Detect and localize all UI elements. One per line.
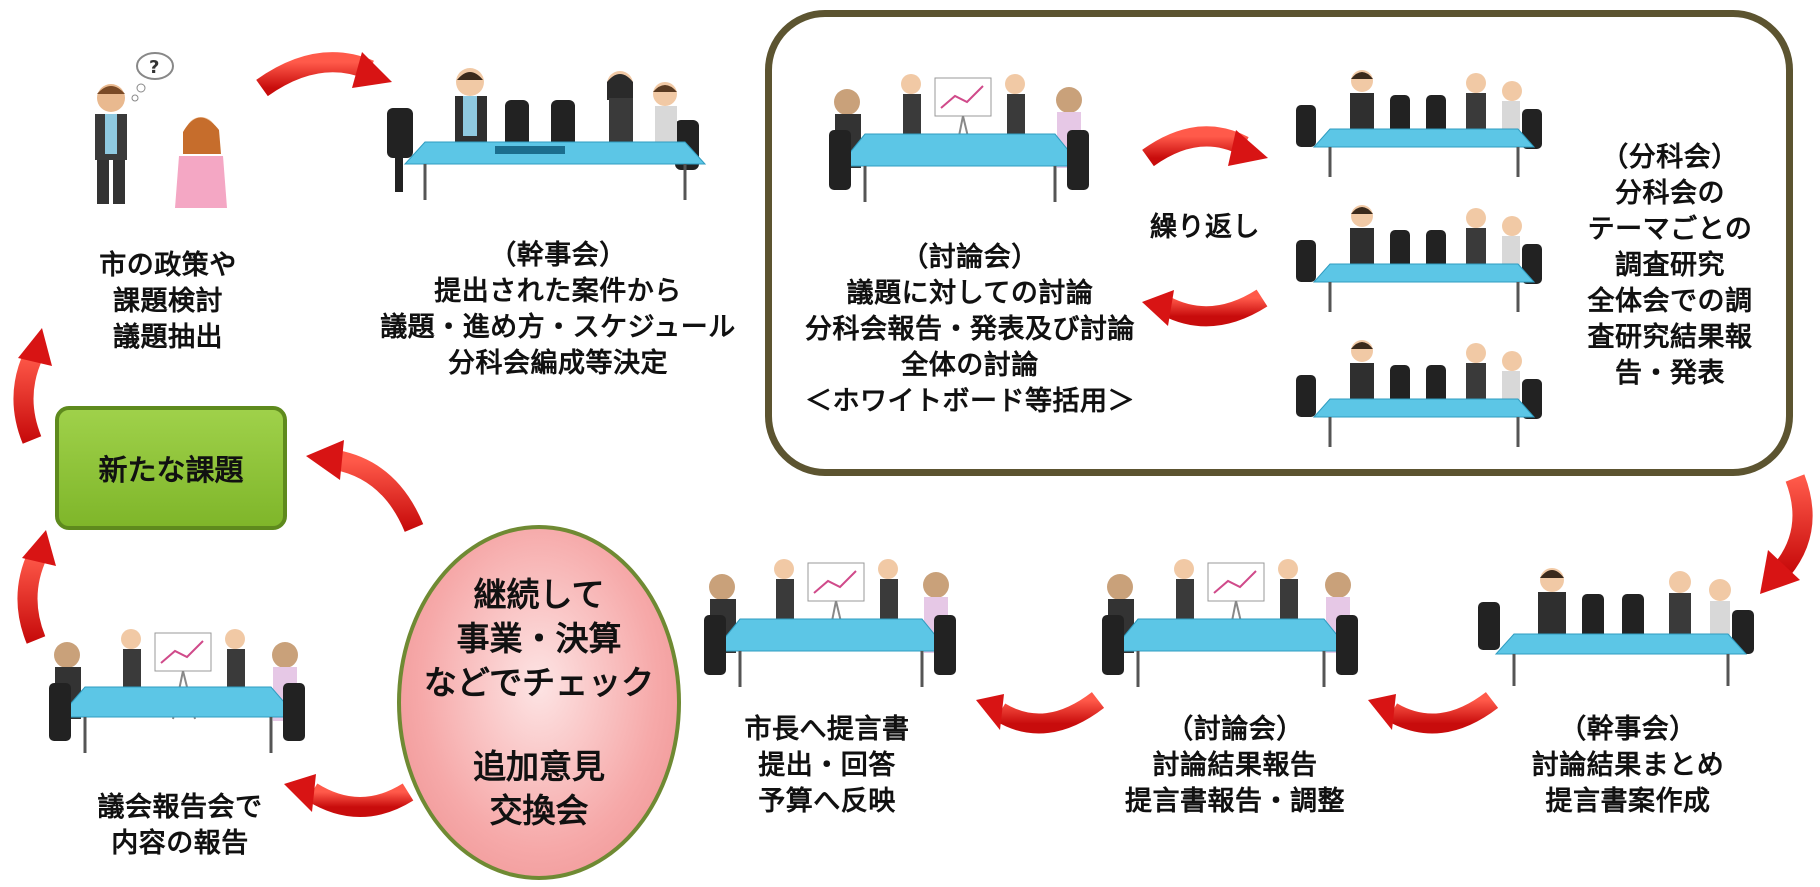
- meeting-table-icon: [1296, 340, 1542, 447]
- meeting-table-icon: [1296, 70, 1542, 177]
- caption-line: （討論会）: [1166, 714, 1304, 745]
- repeat-label: 繰り返し: [1140, 210, 1270, 246]
- arrow-people-to-steering: [256, 52, 392, 97]
- svg-text:?: ?: [149, 57, 159, 78]
- caption-line: 討論結果報告: [1152, 750, 1318, 781]
- discussion-2-caption: （討論会） 討論結果報告 提言書報告・調整: [1110, 712, 1360, 820]
- whiteboard-meeting-icon: [829, 74, 1089, 202]
- arrow-council-to-new-issue: [17, 530, 56, 644]
- discussion-1-caption: （討論会） 議題に対しての討論 分科会報告・発表及び討論 全体の討論 ＜ホワイト…: [780, 240, 1160, 420]
- people-thinking-icon: ?: [95, 52, 227, 208]
- arrow-oval-to-council: [284, 774, 414, 817]
- oval-line: などでチェック: [423, 662, 655, 702]
- steering-2-caption: （幹事会） 討論結果まとめ 提言書案作成: [1498, 712, 1758, 820]
- caption-line: ＜ホワイトボード等括用＞: [805, 386, 1135, 417]
- oval-line: 事業・決算: [456, 618, 622, 658]
- new-issue-label: 新たな課題: [98, 453, 244, 487]
- new-issue-box: 新たな課題: [55, 406, 287, 530]
- oval-line: 追加意見: [473, 746, 605, 786]
- arrow-repeat-left: [1142, 289, 1268, 327]
- caption-line: 提出された案件から: [434, 276, 682, 307]
- caption-line: 繰り返し: [1150, 212, 1260, 243]
- whiteboard-meeting-icon: [1102, 559, 1358, 687]
- caption-line: （討論会）: [901, 242, 1039, 273]
- caption-line: 分科会編成等決定: [448, 348, 668, 379]
- caption-line: 分科会報告・発表及び討論: [805, 314, 1135, 345]
- meeting-table-icon: [1478, 568, 1754, 686]
- caption-line: 全体の討論: [901, 350, 1039, 381]
- caption-line: 議題抽出: [113, 322, 223, 353]
- caption-line: （幹事会）: [1559, 714, 1697, 745]
- arrow-steering2-to-discussion2: [1368, 691, 1499, 734]
- caption-line: 課題検討: [113, 286, 223, 317]
- oval-line: 継続して: [473, 574, 605, 614]
- oval-line: 交換会: [489, 790, 589, 830]
- caption-line: 査研究結果報: [1587, 322, 1753, 353]
- caption-line: 内容の報告: [111, 828, 249, 859]
- whiteboard-meeting-icon: [49, 629, 305, 753]
- caption-line: 分科会の: [1615, 178, 1725, 209]
- arrow-box-to-steering2: [1760, 474, 1813, 594]
- caption-line: （分科会）: [1601, 142, 1739, 173]
- arrow-oval-to-new-issue: [306, 440, 424, 533]
- caption-line: 市長へ提言書: [744, 714, 910, 745]
- caption-line: 調査研究: [1615, 250, 1725, 281]
- mayor-caption: 市長へ提言書 提出・回答 予算へ反映: [712, 712, 942, 820]
- arrow-new-issue-to-people: [13, 328, 52, 444]
- caption-line: テーマごとの: [1587, 214, 1753, 245]
- caption-line: 予算へ反映: [758, 786, 896, 817]
- council-report-caption: 議会報告会で 内容の報告: [70, 790, 290, 862]
- caption-line: 議会報告会で: [97, 792, 263, 823]
- meeting-table-icon: [387, 68, 707, 200]
- arrow-discussion2-to-mayor: [976, 691, 1105, 734]
- meeting-table-icon: [1296, 205, 1542, 312]
- caption-line: 告・発表: [1615, 358, 1725, 389]
- caption-line: （幹事会）: [489, 240, 627, 271]
- steering-1-caption: （幹事会） 提出された案件から 議題・進め方・スケジュール 分科会編成等決定: [368, 238, 748, 382]
- caption-line: 市の政策や: [99, 250, 237, 281]
- caption-line: 提言書報告・調整: [1125, 786, 1345, 817]
- caption-line: 提出・回答: [758, 750, 896, 781]
- continue-check-oval: 継続して 事業・決算 などでチェック 追加意見 交換会: [397, 525, 681, 880]
- whiteboard-meeting-icon: [704, 559, 956, 687]
- city-policy-caption: 市の政策や 課題検討 議題抽出: [58, 248, 278, 356]
- caption-line: 議題・進め方・スケジュール: [380, 312, 736, 343]
- arrow-repeat-right: [1142, 126, 1268, 167]
- caption-line: 討論結果まとめ: [1531, 750, 1725, 781]
- subcommittee-caption: （分科会） 分科会の テーマごとの 調査研究 全体会での調 査研究結果報 告・発…: [1560, 140, 1780, 392]
- caption-line: 議題に対しての討論: [846, 278, 1094, 309]
- caption-line: 全体会での調: [1587, 286, 1753, 317]
- caption-line: 提言書案作成: [1545, 786, 1711, 817]
